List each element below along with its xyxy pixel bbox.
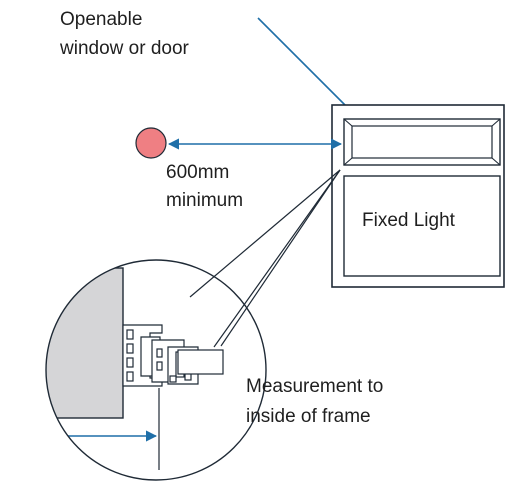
fixed-light-label: Fixed Light [362,210,456,231]
openable-sash [343,118,501,166]
glass-panel [177,349,224,375]
circle-marker-icon [135,127,167,159]
openable-label-line1: Openable [60,9,142,30]
measurement-label-line1: Measurement to [246,376,383,397]
openable-label-line2: window or door [59,38,190,59]
measurement-label-line2: inside of frame [246,406,371,427]
openable-leader-line [257,17,349,109]
zoom-line-inner [213,169,341,348]
fixed-light-pane [343,175,501,277]
distance-label-line2: minimum [166,190,243,211]
wall-section [46,267,124,419]
magnified-detail [45,259,267,481]
distance-label-line1: 600mm [166,162,229,183]
zoom-line-outer [189,169,341,298]
zoom-line-mid [220,169,341,347]
